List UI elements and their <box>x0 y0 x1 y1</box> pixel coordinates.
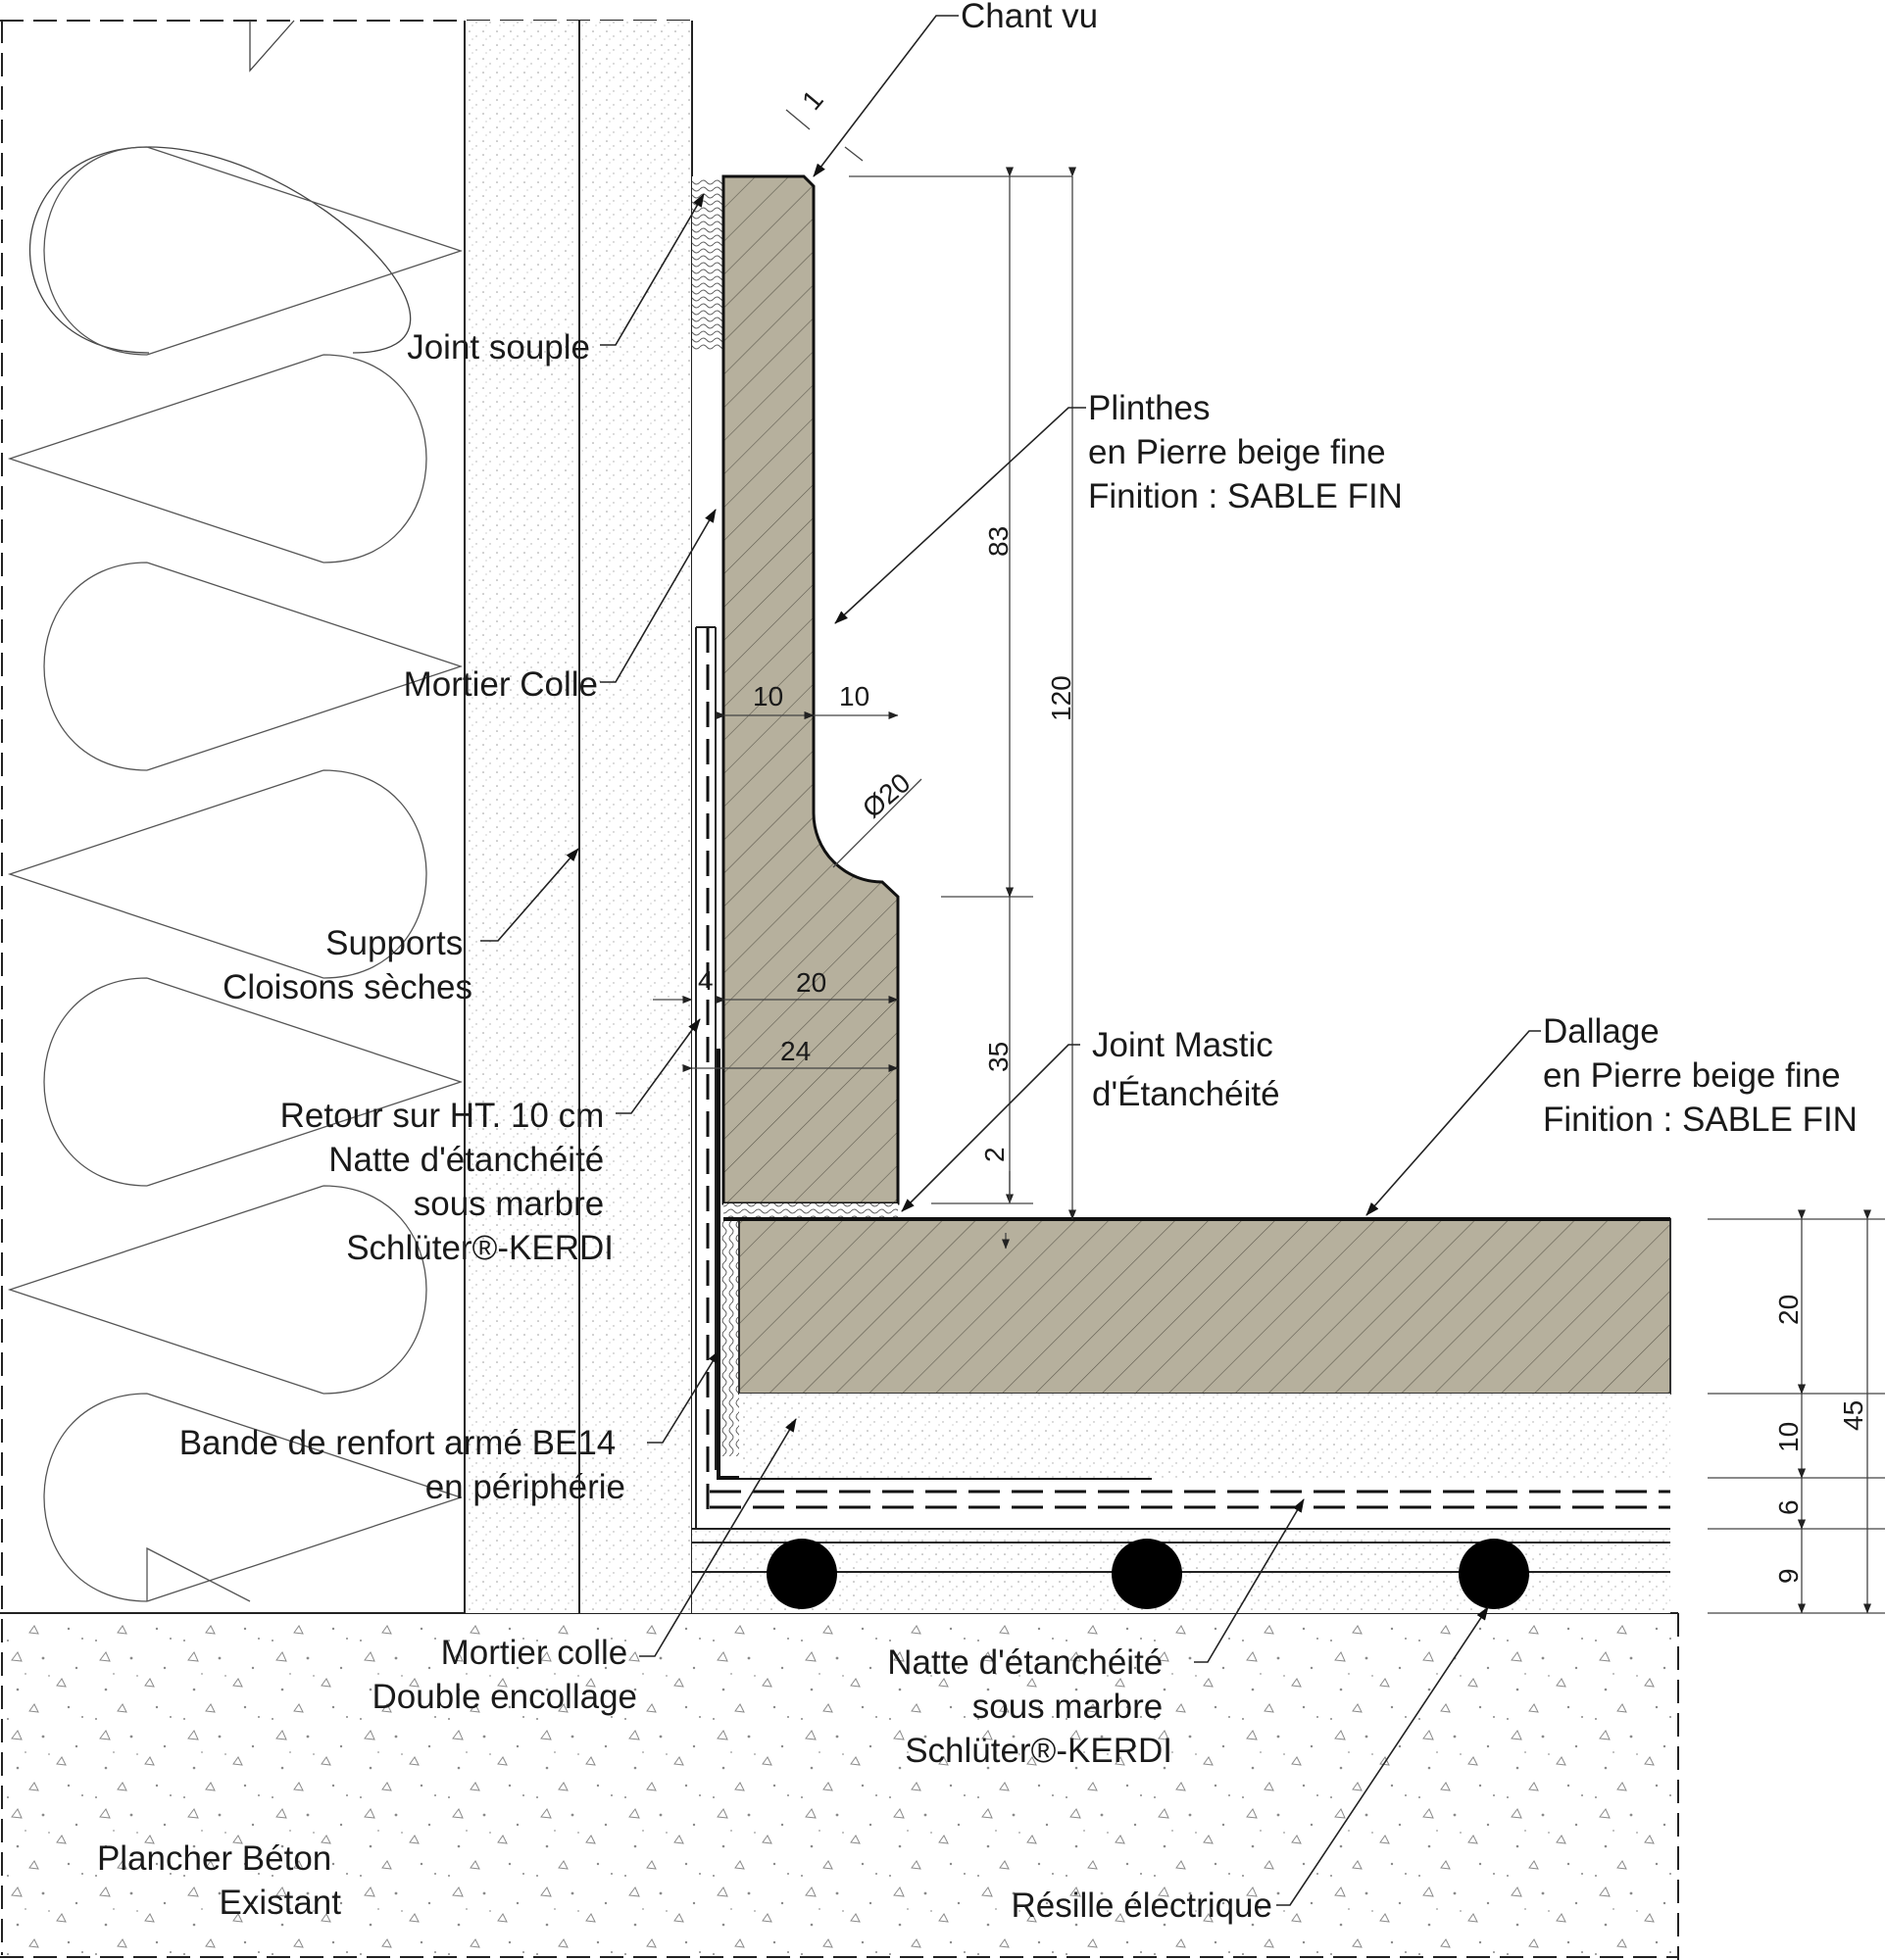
dim-plinth-upper: 83 <box>983 526 1014 557</box>
label-joint-souple: Joint souple <box>407 328 590 367</box>
dim-top-right: 10 <box>839 681 869 711</box>
dim-total-thickness: 24 <box>780 1036 811 1066</box>
dim-plinth-total: 120 <box>1046 675 1076 721</box>
heating-cable <box>1459 1539 1529 1609</box>
dim-radius: Ø20 <box>857 767 916 824</box>
dim-floor-stone: 20 <box>1773 1295 1804 1325</box>
label-supports: Supports Cloisons sèches <box>223 924 472 1006</box>
label-plancher: Plancher Béton Existant <box>97 1839 341 1922</box>
dim-floor-mortar: 10 <box>1773 1422 1804 1452</box>
label-dallage: Dallage en Pierre beige fine Finition : … <box>1543 1012 1858 1139</box>
dim-floor-membrane: 6 <box>1773 1499 1804 1515</box>
insulation-end-path <box>146 1546 251 1602</box>
label-retour: Retour sur HT. 10 cm Natte d'étanchéité … <box>280 1097 614 1267</box>
label-mortier-double: Mortier colle Double encollage <box>372 1634 637 1716</box>
drywall-board-inner <box>579 21 694 1613</box>
flexible-joint <box>692 178 723 351</box>
floor-mortar-bed <box>739 1394 1670 1478</box>
heating-cable <box>767 1539 837 1609</box>
insulation-batt <box>28 20 412 354</box>
label-plinthes: Plinthes en Pierre beige fine Finition :… <box>1088 389 1403 515</box>
dim-plinth-lower: 35 <box>983 1042 1014 1072</box>
leader-lines <box>480 15 1541 1906</box>
label-mortier-colle-wall: Mortier Colle <box>404 665 598 704</box>
label-joint-mastic: Joint Mastic d'Étanchéité <box>1092 1026 1283 1113</box>
concrete-floor-slab <box>0 1613 1678 1960</box>
dim-glue-gap: 4 <box>698 965 714 996</box>
dim-base-thickness: 20 <box>796 967 826 998</box>
dim-joint-gap: 2 <box>979 1147 1010 1162</box>
floor-stone-tile <box>738 1218 1671 1395</box>
wall-membrane <box>695 626 717 1529</box>
dim-floor-total: 45 <box>1838 1400 1868 1431</box>
sealant-joint <box>723 1203 898 1219</box>
heating-cable <box>1112 1539 1182 1609</box>
dim-top-left: 10 <box>753 681 783 711</box>
floor-membrane <box>696 1490 1670 1530</box>
dim-chamfer: 1 <box>796 84 829 116</box>
label-natte-floor: Natte d'étanchéité sous marbre Schlüter®… <box>887 1643 1172 1770</box>
drywall-board-outer <box>465 21 579 1613</box>
insulation-loop-path <box>7 146 464 1602</box>
floor-edge-joint <box>721 1221 739 1456</box>
label-chant-vu: Chant vu <box>961 0 1098 35</box>
dim-floor-heating: 9 <box>1773 1568 1804 1584</box>
insulation-loops <box>7 146 464 1602</box>
label-resille: Résille électrique <box>1011 1886 1272 1925</box>
label-bande-renfort: Bande de renfort armé BE14 en périphérie <box>179 1424 625 1506</box>
